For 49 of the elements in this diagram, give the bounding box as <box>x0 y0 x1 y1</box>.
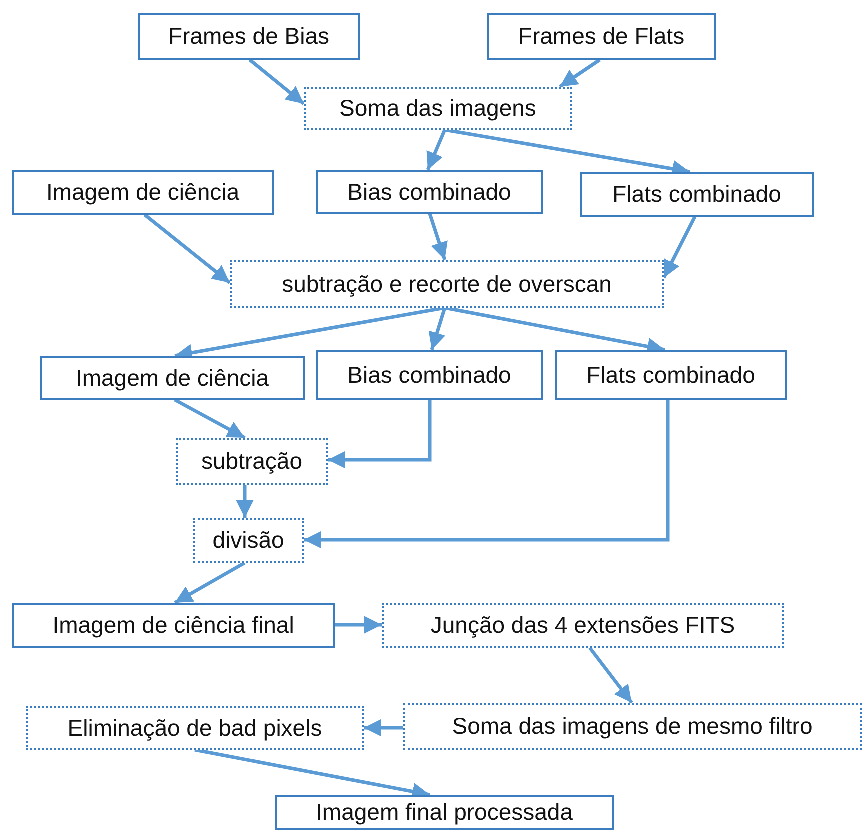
arrow <box>144 214 232 284</box>
node-label: Soma das imagens <box>340 95 536 122</box>
process-box <box>193 518 304 563</box>
arrow <box>328 400 432 469</box>
data-box <box>275 795 614 830</box>
process-box <box>26 706 364 750</box>
node-label: Imagem de ciência <box>46 179 240 206</box>
arrow <box>174 561 246 605</box>
arrow <box>335 616 382 634</box>
arrow <box>304 400 670 549</box>
node-label: Frames de Flats <box>518 23 685 50</box>
arrow <box>662 216 697 279</box>
process-box <box>304 87 572 130</box>
arrow <box>426 129 447 171</box>
data-box <box>316 350 543 400</box>
data-box <box>12 603 335 648</box>
process-box <box>403 703 862 750</box>
arrow <box>559 58 601 88</box>
node-label: Soma das imagens de mesmo filtro <box>452 713 813 740</box>
data-box <box>555 350 787 400</box>
process-box <box>382 603 784 648</box>
data-box <box>316 170 543 214</box>
node-label: Flats combinado <box>612 181 782 208</box>
node-label: Imagem de ciência final <box>52 612 294 639</box>
data-box <box>12 170 274 215</box>
arrow <box>174 398 246 440</box>
node-label: Eliminação de bad pixels <box>68 714 322 742</box>
node-label: Imagem final processada <box>316 799 573 826</box>
node-label: Imagem de ciência <box>76 364 270 392</box>
arrow <box>588 646 634 704</box>
arrow <box>428 213 448 261</box>
node-label: Bias combinado <box>348 178 512 206</box>
process-box <box>176 438 328 485</box>
data-box <box>40 356 305 400</box>
node-label: Flats combinado <box>586 362 756 388</box>
node-label: Frames de Bias <box>168 23 330 50</box>
node-label: divisão <box>212 527 284 554</box>
node-label: subtração e recorte de overscan <box>282 270 612 298</box>
process-box <box>230 260 664 308</box>
arrow <box>236 485 254 518</box>
arrow <box>248 58 306 106</box>
node-label: Bias combinado <box>348 362 512 388</box>
node-label: Junção das 4 extensões FITS <box>430 612 736 639</box>
data-box <box>138 13 360 60</box>
arrow <box>428 307 447 351</box>
data-box <box>487 13 716 60</box>
data-box <box>580 172 814 217</box>
node-label: subtração <box>201 448 302 475</box>
arrow <box>364 719 403 737</box>
